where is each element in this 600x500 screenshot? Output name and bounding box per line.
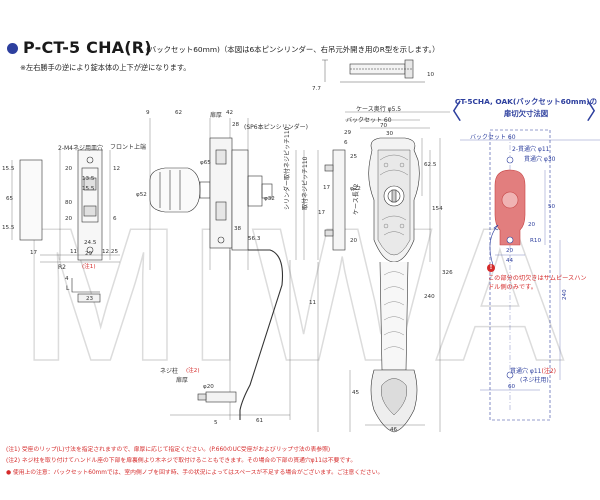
strike-plate-top [322, 59, 425, 83]
footnote-2: (注2) ネジ柱を取り付けてハンドル座の下部を扉裏側より木ネジで取付けることもで… [6, 458, 357, 464]
dim-fp-9: 6 [113, 216, 117, 222]
footnote-1: (注1) 受座のリップ(L)寸法を指定されますので、扉厚に応じて指定ください。(… [6, 447, 331, 453]
dim-side-13: 17 [323, 185, 331, 191]
cutout-dim-3: 20 [506, 248, 514, 254]
handle-front-view [317, 111, 450, 433]
dim-fp-7: 20 [65, 216, 73, 222]
dim-side-3: 28 [232, 122, 240, 128]
label-r2: R2 [58, 264, 66, 271]
cutout-dim-4: 44 [506, 258, 514, 264]
dim-side-7: 56.3 [248, 236, 261, 242]
dim-side-9: 17 [318, 210, 326, 216]
warning-icon: ! [487, 264, 495, 272]
cutout-bottom-note-mark: (注2) [541, 368, 557, 375]
dim-side-1: 62 [175, 110, 183, 116]
dim-fp-1: 65 [6, 196, 14, 202]
dim-handle-9: 154 [432, 206, 443, 212]
header-bullet-icon [7, 43, 18, 54]
label-screw-post: ネジ柱 [160, 368, 179, 375]
cutout-bottom-hole: 貫通穴 φ11(注2) [510, 366, 556, 375]
dim-side-2: 42 [226, 110, 234, 116]
dim-handle-5: 20 [350, 238, 358, 244]
page-subtitle: (バックセット60mm)（本図は6本ピンシリンダー、右吊元外開き用のR型を示しま… [146, 45, 440, 54]
label-case-depth: ケース奥行 φ5.5 [356, 106, 402, 113]
bracket-right: 〉 [586, 94, 600, 126]
dim-handle-1: 70 [380, 123, 388, 129]
dim-fp-3: 20 [65, 166, 73, 172]
dim-handle-2: 30 [386, 131, 394, 137]
label-front-top: フロント上端 [110, 144, 147, 151]
cutout-bottom-hole-note: (ネジ柱用) [520, 377, 549, 384]
label-l: L [66, 285, 70, 292]
bracket-left: 〈 [440, 100, 463, 125]
header-note: ※左右勝手の逆により錠本体の上下が逆になります。 [20, 63, 191, 72]
dim-strike-77: 7.7 [312, 86, 321, 92]
label-backset: バックセット 60 [346, 117, 392, 124]
dim-side-5: φ52 [136, 192, 147, 198]
label-sp6: (SP6本ピンシリンダー) [244, 124, 308, 131]
dim-fp-16: 4 [65, 276, 69, 282]
label-note2: (注2) [186, 368, 200, 374]
dim-side-6: 38 [234, 226, 242, 232]
cutout-warning: この部分の切欠きはサムピースハンドル側のみです。 [488, 275, 587, 291]
dim-strike-10: 10 [427, 72, 435, 78]
dim-handle-10: 326 [442, 270, 453, 276]
dim-fp-14: 12.25 [102, 249, 119, 255]
lock-body-side [149, 118, 291, 420]
dim-handle-6: 29 [344, 130, 352, 136]
dim-side-8: φ32 [264, 196, 275, 202]
pitch-lines [295, 150, 305, 260]
dim-fp-8: 12 [113, 166, 121, 172]
label-pitch: 取付ネジピッチ110 [302, 156, 309, 210]
label-door-thickness: 扉厚 [210, 112, 223, 119]
cutout-title: CT-5CHA, OAK(バックセット60mm)の 扉切欠寸法図 [452, 96, 600, 120]
watermark-text: MIWA [21, 189, 578, 401]
dim-fp-15: 23 [86, 296, 94, 302]
dim-fp-11: 29 [85, 251, 93, 257]
dim-handle-11: 240 [424, 294, 435, 300]
label-door-thickness-2: 扉厚 [176, 377, 189, 384]
label-note1: (注1) [82, 264, 96, 270]
dim-handle-14: 11 [309, 300, 317, 306]
front-plate-drawing [11, 149, 120, 303]
page-title: P-CT-5 CHA(R) [23, 38, 152, 57]
dim-fp-0: 15.5 [2, 166, 15, 172]
cutout-bottom-hole-text: 貫通穴 φ11 [510, 368, 542, 375]
dim-side-0: 9 [146, 110, 150, 116]
cutout-hole1: 2-貫通穴 φ11 [512, 146, 550, 153]
dim-handle-3: 25 [350, 154, 358, 160]
dim-side-10: φ20 [203, 384, 214, 390]
cutout-title-line2: 扉切欠寸法図 [503, 109, 549, 118]
dim-fp-4: 13.5 [82, 176, 95, 182]
dim-handle-8: 62.5 [424, 162, 437, 168]
dim-handle-7: 6 [344, 140, 348, 146]
footnote-3: ● 使用上の注意：バックセット60mmでは、室内側ノブを回す時、手の状況によって… [6, 470, 384, 476]
dim-side-4: φ65 [200, 160, 211, 166]
dim-handle-4: φ22 [350, 186, 361, 192]
cutout-dim-2: R10 [530, 238, 542, 244]
dim-side-11: 61 [256, 418, 264, 424]
dim-fp-2: 15.5 [2, 225, 15, 231]
cutout-diagram [460, 129, 600, 421]
cutout-bottom-dim: 60 [508, 384, 516, 390]
label-cyl-pitch: シリンダー取付ネジピッチ110 [284, 126, 291, 210]
dim-fp-13: 11 [70, 249, 78, 255]
dim-fp-10: 24.5 [84, 240, 97, 246]
dim-handle-12: 45 [352, 390, 360, 396]
label-case-len: ケース長72 [353, 183, 360, 215]
cutout-dim-0: 50 [548, 204, 556, 210]
label-screw-hole: 2-M4ネジ用皿穴 [58, 145, 103, 152]
cutout-hole2: 貫通穴 φ30 [524, 156, 556, 163]
dim-handle-13: 46 [390, 427, 398, 433]
cutout-title-line1: CT-5CHA, OAK(バックセット60mm)の [454, 97, 598, 106]
cutout-backset: バックセット 60 [470, 134, 516, 141]
dim-fp-6: 80 [65, 200, 73, 206]
dim-fp-12: 17 [30, 250, 38, 256]
dim-side-12: 5 [214, 420, 218, 426]
dim-fp-5: 15.5 [82, 186, 95, 192]
cutout-dim-1: 20 [528, 222, 536, 228]
